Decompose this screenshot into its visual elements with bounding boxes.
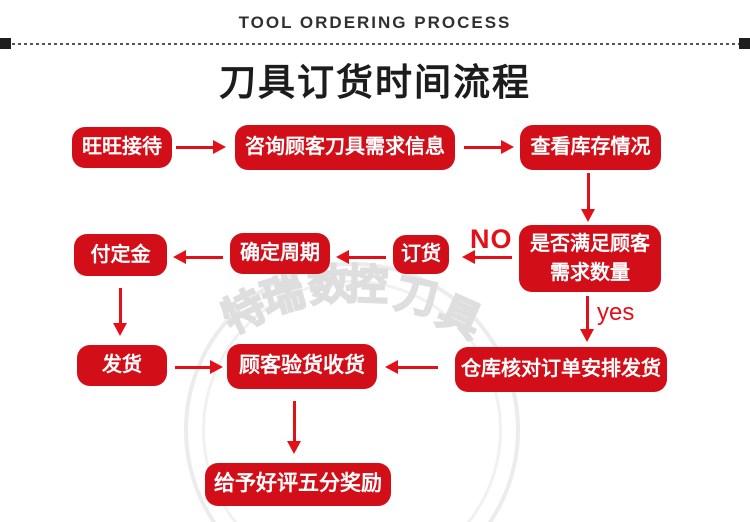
flow-node-confirm-cycle: 确定周期	[230, 233, 330, 274]
flow-node-pay-deposit: 付定金	[74, 234, 167, 276]
watermark-char: 控	[344, 260, 390, 310]
flow-node-satisfy-demand: 是否满足顾客需求数量	[519, 225, 661, 292]
flow-node-order: 订货	[393, 235, 449, 274]
eyebrow-title: TOOL ORDERING PROCESS	[238, 13, 512, 32]
arrow-left-icon	[336, 250, 386, 264]
arrow-right-icon	[464, 140, 514, 154]
flow-node-reception: 旺旺接待	[72, 127, 172, 168]
dotted-divider	[0, 43, 750, 45]
arrow-right-icon	[175, 360, 223, 374]
page-title: 刀具订货时间流程	[219, 62, 531, 103]
divider-end-square-left	[0, 38, 11, 49]
flow-node-ship: 发货	[77, 345, 167, 386]
flow-node-warehouse-arrange: 仓库核对订单安排发货	[455, 347, 667, 392]
flow-node-inquiry: 咨询顾客刀具需求信息	[235, 125, 455, 170]
arrow-down-icon	[580, 296, 594, 342]
arrow-right-icon	[176, 140, 226, 154]
divider-end-square-right	[739, 38, 750, 49]
arrow-down-icon	[287, 401, 301, 454]
branch-label-no: NO	[470, 224, 513, 254]
arrow-left-icon	[173, 250, 223, 264]
arrow-down-icon	[581, 173, 595, 222]
flow-node-check-stock: 查看库存情况	[520, 125, 661, 170]
branch-label-yes: yes	[597, 299, 635, 326]
flow-node-reward: 给予好评五分奖励	[205, 463, 391, 506]
arrow-down-icon	[113, 288, 127, 336]
arrow-left-icon	[462, 250, 512, 264]
flow-node-customer-inspect: 顾客验货收货	[227, 344, 377, 389]
arrow-left-icon	[385, 360, 438, 374]
